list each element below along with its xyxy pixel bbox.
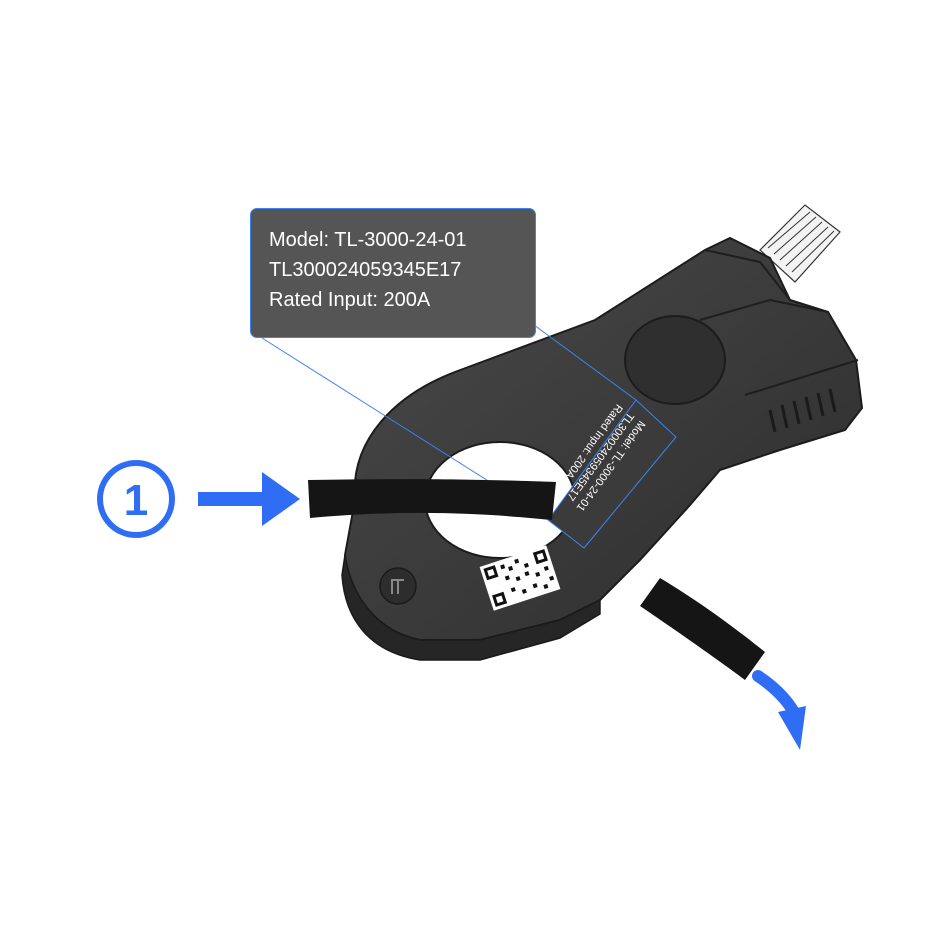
release-button [624, 315, 726, 405]
current-clamp-body [341, 236, 864, 661]
step-number: 1 [124, 476, 148, 525]
callout-serial: TL300024059345E17 [269, 259, 462, 281]
callout-rated-input: Rated Input: 200A [269, 289, 431, 311]
callout-model: Model: TL-3000-24-01 [269, 229, 467, 251]
numbered-circle-icon: 1 [97, 460, 175, 538]
right-arrow-icon [198, 472, 300, 526]
braided-connector [759, 204, 841, 283]
spec-callout: Model: TL-3000-24-01 TL300024059345E17 R… [250, 208, 536, 338]
qr-code [479, 545, 561, 611]
grip-ribs [768, 388, 837, 433]
cable [308, 479, 765, 680]
curved-down-arrow-icon [752, 670, 806, 750]
